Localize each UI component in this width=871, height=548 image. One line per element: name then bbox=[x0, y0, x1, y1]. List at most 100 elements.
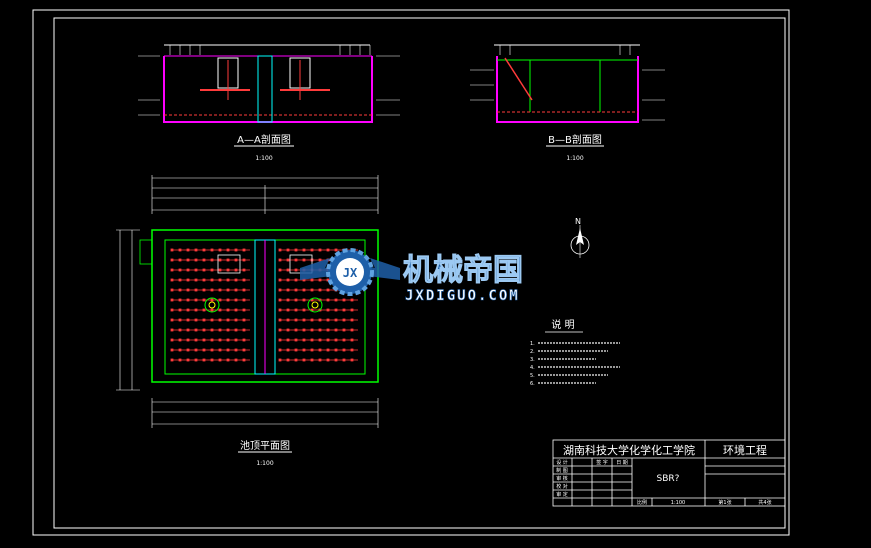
diffuser bbox=[234, 348, 238, 352]
diffuser bbox=[302, 348, 306, 352]
diffuser bbox=[234, 308, 238, 312]
diffuser bbox=[318, 278, 322, 282]
diffuser bbox=[226, 288, 230, 292]
notes-block: 说 明 1.2.3.4.5.6. bbox=[530, 318, 620, 387]
diffuser bbox=[342, 358, 346, 362]
diffuser bbox=[194, 328, 198, 332]
diffuser bbox=[326, 298, 330, 302]
diffuser bbox=[334, 248, 338, 252]
diffuser bbox=[178, 318, 182, 322]
diffuser bbox=[310, 348, 314, 352]
diffuser bbox=[210, 248, 214, 252]
diffuser bbox=[194, 358, 198, 362]
bb-section-title: B—B剖面图 bbox=[548, 133, 602, 146]
diffuser bbox=[242, 308, 246, 312]
diffuser bbox=[326, 338, 330, 342]
diffuser bbox=[234, 328, 238, 332]
diffuser bbox=[186, 348, 190, 352]
title-block-row-label: 设 计 bbox=[556, 459, 568, 466]
diffuser bbox=[194, 318, 198, 322]
diffuser bbox=[350, 358, 354, 362]
diffuser bbox=[242, 288, 246, 292]
diffuser bbox=[218, 328, 222, 332]
title-block-school: 湖南科技大学化学化工学院 bbox=[563, 443, 695, 457]
diffuser bbox=[286, 298, 290, 302]
diffuser bbox=[226, 298, 230, 302]
diffuser bbox=[170, 288, 174, 292]
title-block-col-sign: 签 字 bbox=[596, 459, 608, 466]
diffuser bbox=[234, 278, 238, 282]
diffuser bbox=[350, 328, 354, 332]
diffuser bbox=[194, 248, 198, 252]
diffuser bbox=[242, 248, 246, 252]
title-block-total: 共4张 bbox=[758, 499, 771, 506]
diffuser bbox=[186, 308, 190, 312]
diffuser bbox=[278, 328, 282, 332]
diffuser bbox=[226, 308, 230, 312]
diffuser bbox=[194, 258, 198, 262]
diffuser bbox=[286, 318, 290, 322]
diffuser bbox=[178, 248, 182, 252]
inner-frame bbox=[53, 17, 786, 529]
diffuser bbox=[218, 338, 222, 342]
watermark-badge-text: JX bbox=[343, 266, 358, 280]
diffuser bbox=[342, 298, 346, 302]
diffuser bbox=[202, 338, 206, 342]
diffuser bbox=[202, 248, 206, 252]
diffuser bbox=[242, 358, 246, 362]
diffuser bbox=[218, 268, 222, 272]
diffuser bbox=[226, 338, 230, 342]
title-block bbox=[552, 439, 786, 507]
diffuser bbox=[210, 258, 214, 262]
title-block-col-date: 日 期 bbox=[616, 460, 628, 466]
bb-section-scale: 1:100 bbox=[566, 155, 583, 162]
diffuser bbox=[242, 268, 246, 272]
diffuser bbox=[278, 298, 282, 302]
diffuser bbox=[278, 268, 282, 272]
title-block-row-label: 审 核 bbox=[556, 475, 568, 482]
diffuser bbox=[294, 268, 298, 272]
diffuser bbox=[218, 348, 222, 352]
diffuser bbox=[294, 358, 298, 362]
diffuser bbox=[294, 288, 298, 292]
diffuser bbox=[294, 258, 298, 262]
diffuser bbox=[278, 318, 282, 322]
diffuser bbox=[318, 288, 322, 292]
diffuser bbox=[310, 318, 314, 322]
diffuser bbox=[234, 248, 238, 252]
diffuser bbox=[202, 278, 206, 282]
diffuser bbox=[186, 278, 190, 282]
watermark-en-text: JXDIGUO.COM bbox=[405, 288, 520, 304]
diffuser bbox=[286, 358, 290, 362]
plan-view-title: 池顶平面图 bbox=[240, 439, 290, 452]
notes-heading: 说 明 bbox=[551, 318, 574, 331]
diffuser bbox=[302, 258, 306, 262]
diffuser bbox=[294, 328, 298, 332]
diffuser bbox=[186, 268, 190, 272]
diffuser bbox=[294, 338, 298, 342]
diffuser bbox=[226, 268, 230, 272]
diffuser bbox=[310, 248, 314, 252]
diffuser bbox=[342, 338, 346, 342]
diffuser bbox=[170, 348, 174, 352]
diffuser bbox=[286, 348, 290, 352]
diffuser bbox=[218, 278, 222, 282]
diffuser bbox=[178, 258, 182, 262]
diffuser bbox=[242, 348, 246, 352]
note-item: 5. bbox=[530, 373, 535, 379]
diffuser bbox=[170, 278, 174, 282]
diffuser bbox=[186, 338, 190, 342]
diffuser bbox=[218, 318, 222, 322]
diffuser bbox=[202, 348, 206, 352]
diffuser bbox=[218, 298, 222, 302]
diffuser bbox=[302, 298, 306, 302]
diffuser bbox=[202, 358, 206, 362]
diffuser bbox=[294, 318, 298, 322]
diffuser bbox=[334, 338, 338, 342]
diffuser bbox=[326, 248, 330, 252]
diffuser bbox=[178, 298, 182, 302]
diffuser bbox=[242, 298, 246, 302]
diffuser bbox=[202, 318, 206, 322]
diffuser bbox=[318, 348, 322, 352]
